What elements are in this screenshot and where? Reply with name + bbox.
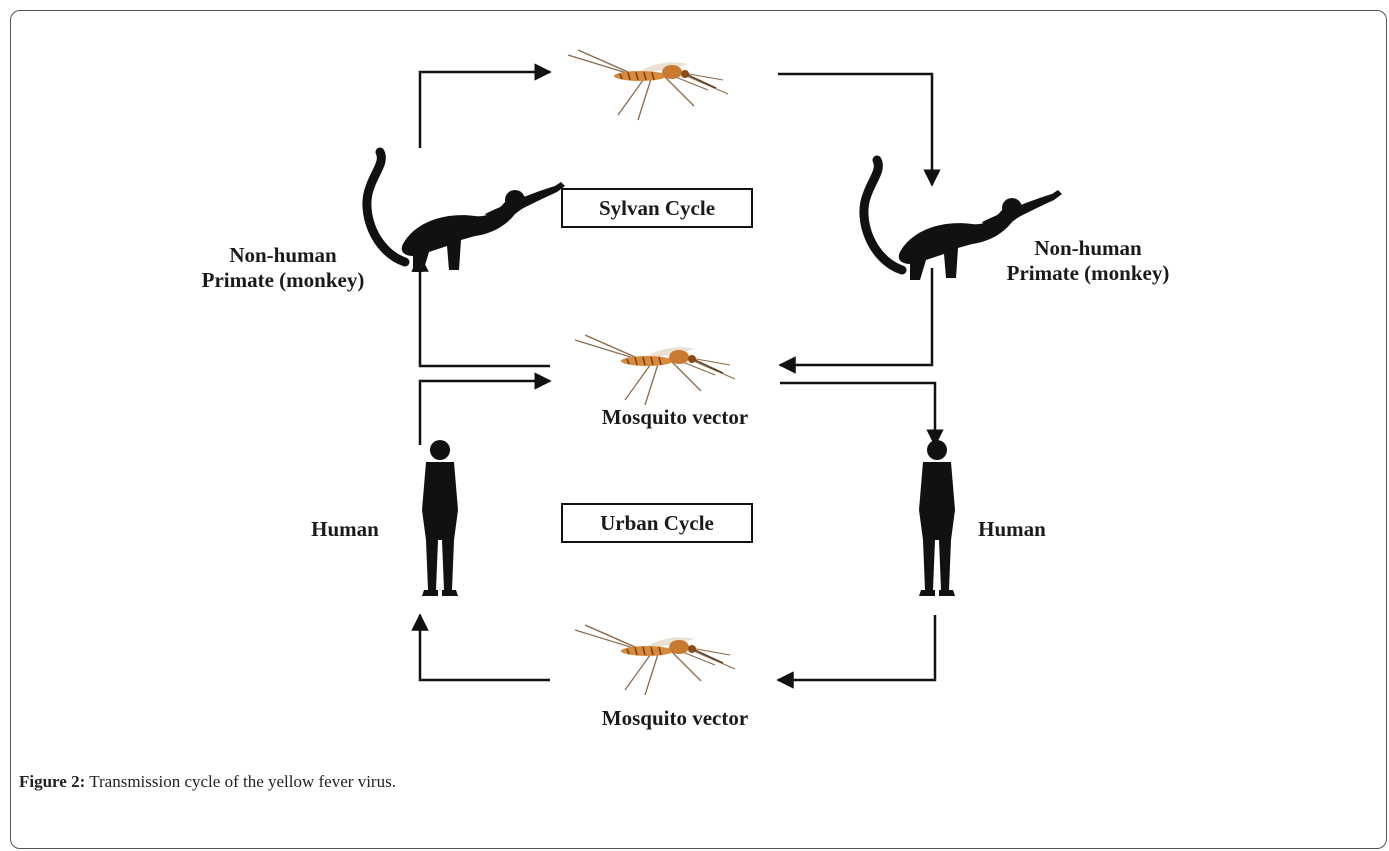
primate-right-label: Non-human Primate (monkey): [968, 236, 1208, 286]
arrow-primate-right-to-mosquito-middle: [780, 268, 932, 365]
arrow-mosquito-middle-to-primate-left: [420, 256, 550, 366]
arrow-primate-to-mosquito-top: [420, 72, 550, 148]
arrow-human-right-to-mosquito-bottom: [778, 615, 935, 680]
figure-caption: Figure 2: Transmission cycle of the yell…: [19, 772, 396, 792]
arrow-mosquito-top-to-primate-right: [778, 74, 932, 185]
mosquito-bottom-label: Mosquito vector: [520, 706, 830, 731]
caption-text: Transmission cycle of the yellow fever v…: [85, 772, 396, 791]
human-left-label: Human: [285, 517, 405, 542]
mosquito-top-icon: [568, 50, 728, 120]
human-right-label: Human: [952, 517, 1072, 542]
human-right-icon: [919, 440, 955, 596]
mosquito-bottom-icon: [575, 625, 735, 695]
mosquito-middle-icon: [575, 335, 735, 405]
urban-cycle-label: Urban Cycle: [561, 503, 753, 543]
mosquito-middle-label: Mosquito vector: [520, 405, 830, 430]
sylvan-cycle-label: Sylvan Cycle: [561, 188, 753, 228]
primate-left-label: Non-human Primate (monkey): [163, 243, 403, 293]
caption-prefix: Figure 2:: [19, 772, 85, 791]
arrow-mosquito-bottom-to-human-left: [420, 615, 550, 680]
human-left-icon: [422, 440, 458, 596]
